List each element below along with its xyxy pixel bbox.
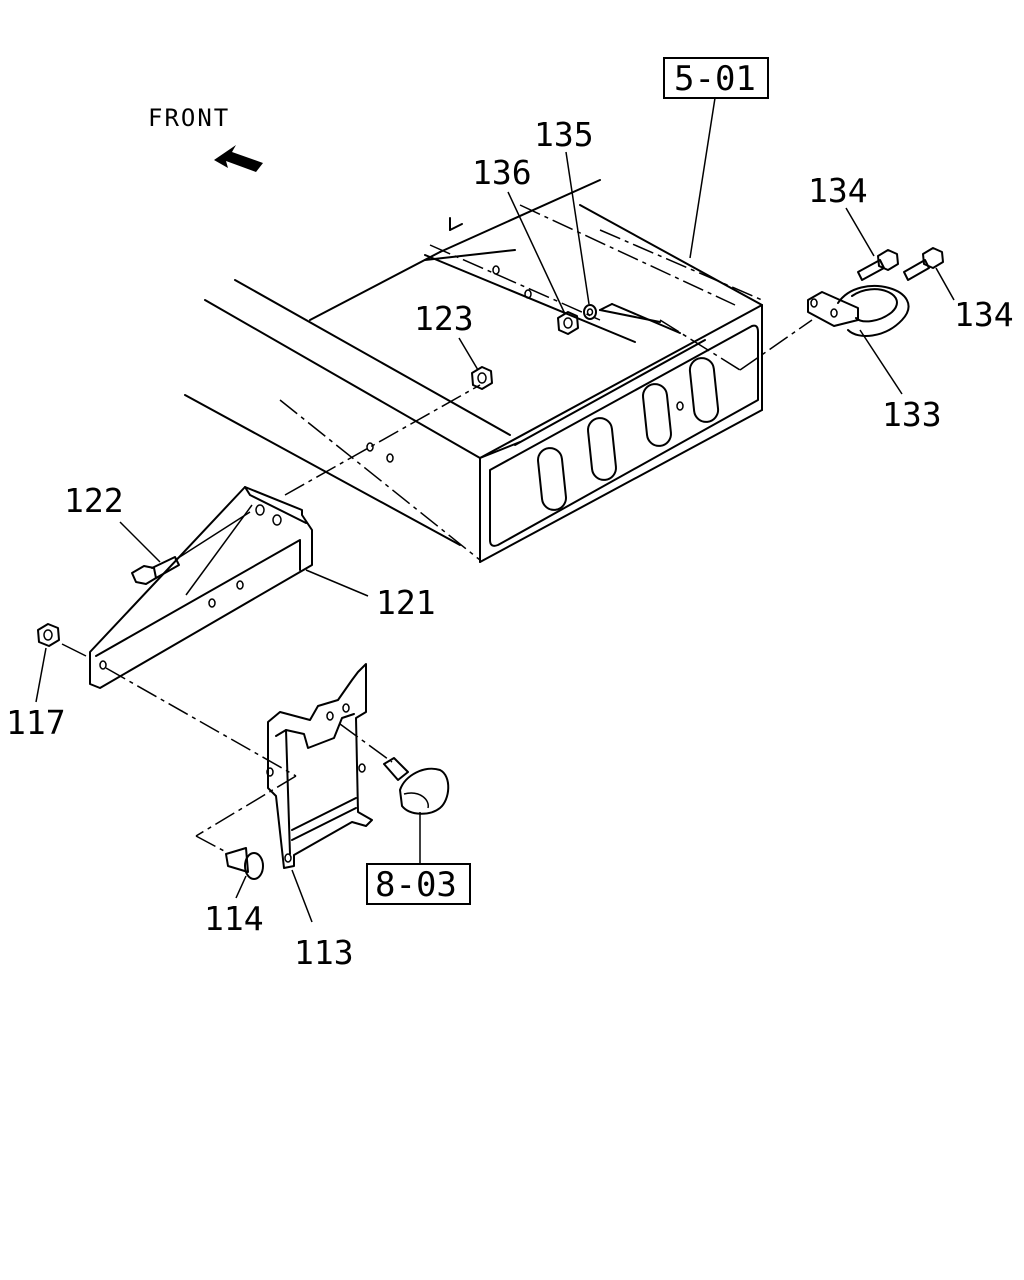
callout-123: 123 <box>414 299 474 338</box>
bolt-134-b[interactable] <box>903 247 944 281</box>
reference-box-5-01[interactable]: 5-01 <box>663 57 769 99</box>
callout-114: 114 <box>204 899 264 938</box>
callout-117: 117 <box>6 703 66 742</box>
nut-117[interactable] <box>37 623 87 657</box>
leader-5-01 <box>689 97 716 259</box>
front-arrow-icon <box>214 145 263 172</box>
bolt-122[interactable] <box>131 511 251 585</box>
reference-8-03-text: 8-03 <box>375 865 457 905</box>
bolt-114[interactable] <box>225 847 264 880</box>
reference-box-8-03[interactable]: 8-03 <box>366 863 471 905</box>
nut-123[interactable] <box>471 366 493 390</box>
lamp-connector[interactable] <box>383 757 450 815</box>
frame-rear-member <box>184 179 813 563</box>
tow-hook-133[interactable] <box>807 284 910 337</box>
callout-135: 135 <box>534 115 594 154</box>
bracket-113[interactable] <box>266 663 373 869</box>
callout-134-b: 134 <box>954 295 1014 334</box>
front-label: FRONT <box>148 104 230 132</box>
callout-134-a: 134 <box>808 171 868 210</box>
callout-113: 113 <box>294 933 354 972</box>
callout-136: 136 <box>472 153 532 192</box>
washer-135[interactable] <box>583 304 597 320</box>
callout-121: 121 <box>376 583 436 622</box>
nut-136[interactable] <box>557 311 579 335</box>
bracket-121[interactable] <box>89 486 313 689</box>
callout-133: 133 <box>882 395 942 434</box>
reference-5-01-text: 5-01 <box>674 59 756 99</box>
bolt-134-a[interactable] <box>857 249 899 281</box>
callout-122: 122 <box>64 481 124 520</box>
